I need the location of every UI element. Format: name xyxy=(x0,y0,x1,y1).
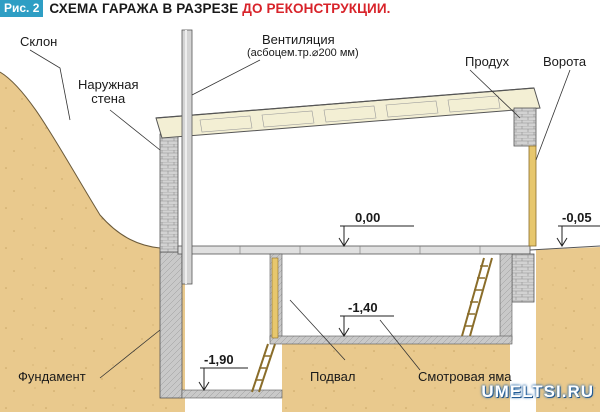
label-outer-wall-line1: Наружная xyxy=(78,77,139,92)
level-ground-out-value: -0,05 xyxy=(562,210,592,225)
right-foundation xyxy=(511,253,535,303)
level-marker-ground-out xyxy=(556,225,600,247)
title-main: СХЕМА ГАРАЖА В РАЗРЕЗЕ xyxy=(49,1,239,16)
ground-soil-right xyxy=(536,247,600,412)
cellar-ladder xyxy=(251,343,276,393)
figure-header: Рис. 2 СХЕМА ГАРАЖА В РАЗРЕЗЕ ДО РЕКОНСТ… xyxy=(0,0,391,17)
gate-panel xyxy=(528,145,537,247)
cellar-interior xyxy=(186,253,282,394)
level-pit-value: -1,40 xyxy=(348,300,378,315)
hill-outline xyxy=(0,71,161,249)
label-foundation: Фундамент xyxy=(18,369,86,384)
label-inspection-pit: Смотровая яма xyxy=(418,369,512,384)
cellar-floor xyxy=(181,389,283,399)
floor-slab xyxy=(177,245,531,255)
label-outer-wall: Наружная стена xyxy=(78,78,139,106)
level-floor-value: 0,00 xyxy=(355,210,381,225)
ground-soil-under-pit xyxy=(282,340,510,412)
title-accent: ДО РЕКОНСТРУКЦИИ. xyxy=(242,1,391,16)
label-outer-wall-line2: стена xyxy=(91,91,126,106)
label-basement: Подвал xyxy=(310,369,356,384)
pit-wall-right xyxy=(499,253,513,341)
label-ventilation: Вентиляция xyxy=(262,32,335,47)
level-marker-cellar xyxy=(198,367,248,391)
label-ventilation-detail: (асбоцем.тр.⌀200 мм) xyxy=(247,47,359,59)
figure-title: СХЕМА ГАРАЖА В РАЗРЕЗЕ ДО РЕКОНСТРУКЦИИ. xyxy=(49,1,390,16)
callout-lines xyxy=(29,49,571,379)
foundation-left xyxy=(159,251,183,399)
level-marker-pit xyxy=(338,315,394,337)
outer-wall-brick xyxy=(159,133,179,253)
level-marker-floor xyxy=(338,225,414,247)
label-slope: Склон xyxy=(20,34,58,49)
wooden-post xyxy=(271,257,279,339)
watermark: UMELTSI.RU xyxy=(481,382,594,401)
figure-badge: Рис. 2 xyxy=(0,0,44,17)
hill-soil xyxy=(0,72,160,412)
roof xyxy=(155,87,541,139)
right-pillar xyxy=(513,107,537,147)
level-cellar-value: -1,90 xyxy=(204,352,234,367)
outside-ground-line xyxy=(529,245,600,251)
label-gate: Ворота xyxy=(543,54,587,69)
pit-ladder xyxy=(461,257,493,337)
pit-floor xyxy=(269,335,513,345)
label-vent-hole: Продух xyxy=(465,54,510,69)
